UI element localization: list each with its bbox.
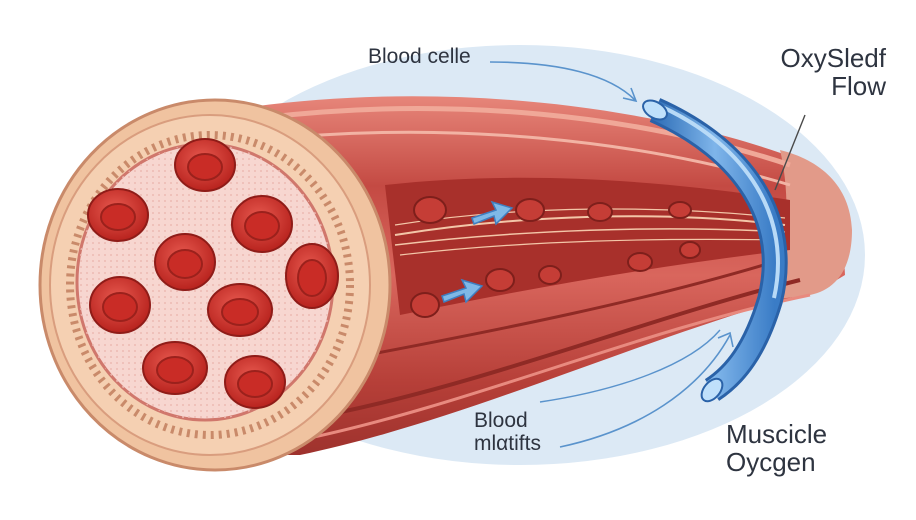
blood-cell-icon	[142, 341, 208, 395]
oxygen-flow-label-line2: Flow	[831, 71, 886, 102]
blood-vessel	[385, 177, 790, 318]
flow-leader-line	[774, 114, 806, 191]
blood-cell-icon	[87, 188, 149, 242]
blood-cell-icon	[207, 283, 273, 337]
blood-cell-icon	[224, 355, 286, 409]
oxygen-tube-icon	[642, 98, 788, 403]
oxygen-flow-label: OxySledf Flow	[756, 43, 887, 102]
blood-cells-arrow	[489, 61, 638, 103]
muscle-oxygen-label: Muscicle Oycgen	[726, 420, 827, 476]
blood-label-line1: Blood	[474, 409, 528, 432]
blood-arrow	[559, 331, 734, 448]
flow-arrow-icon	[471, 200, 514, 226]
blood-cell-icon	[285, 243, 339, 309]
blood-cell-icon	[89, 276, 151, 334]
blood-cell-icon	[231, 195, 293, 253]
blood-label-line2: mlαtifts	[474, 431, 541, 455]
blood-label: Blood mlαtifts	[474, 409, 541, 455]
flow-arrow-icon	[441, 278, 484, 304]
muscle-oxygen-arrow	[539, 329, 721, 403]
muscle-oxygen-label-line2: Oycgen	[726, 447, 816, 478]
blood-cells-label: Blood celle	[368, 45, 471, 68]
blood-cell-icon	[174, 138, 236, 192]
blood-cell-icon	[154, 233, 216, 291]
muscle-oxygen-label-line1: Muscicle	[726, 419, 828, 449]
oxygen-flow-label-line1: OxySledf	[780, 43, 887, 73]
